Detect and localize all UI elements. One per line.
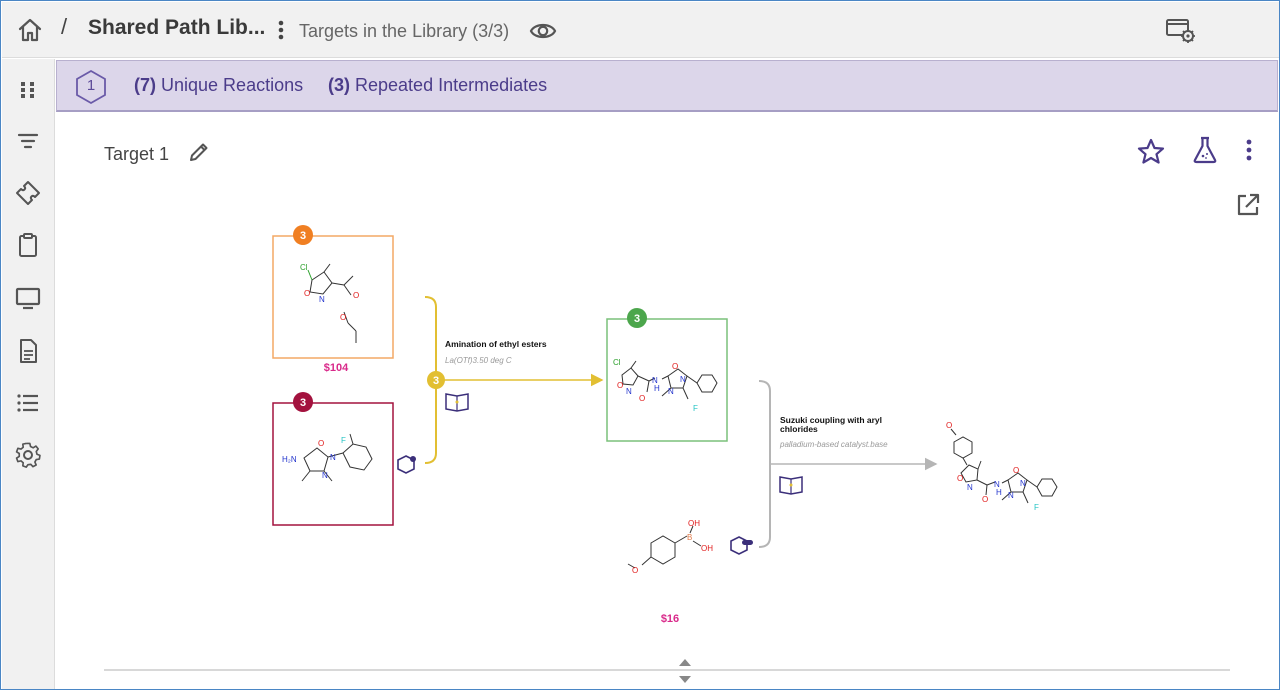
reaction-conditions: palladium-based catalyst.base	[779, 440, 888, 449]
atom-label: N	[330, 453, 336, 462]
product-molecule[interactable]: O O N O N H O N N F	[946, 421, 1058, 512]
breadcrumb-separator: /	[61, 14, 68, 39]
atom-label: O	[304, 289, 310, 298]
synthesis-route-diagram: Cl O N O O 3 $104 H₂	[272, 225, 1058, 625]
resize-handle-icon[interactable]	[676, 656, 694, 686]
sidebar	[2, 59, 55, 689]
target-more-icon[interactable]	[1242, 137, 1256, 163]
library-title[interactable]: Shared Path Lib...	[88, 16, 266, 39]
open-in-new-icon[interactable]	[1234, 191, 1262, 219]
reaction-2[interactable]: Suzuki coupling with aryl chlorides pall…	[758, 380, 938, 548]
eye-icon[interactable]	[529, 20, 557, 42]
grid-icon[interactable]	[14, 75, 42, 103]
unique-label: Unique Reactions	[161, 75, 304, 95]
badge-count: 3	[300, 397, 306, 409]
document-icon[interactable]	[14, 337, 42, 365]
repeated-label: Repeated Intermediates	[355, 75, 548, 95]
intermediate-molecule[interactable]: Cl O N O N H O N N F 3	[606, 308, 728, 442]
atom-label: N	[1020, 479, 1026, 488]
screen-settings-icon[interactable]	[1164, 16, 1198, 46]
atom-label: O	[946, 421, 952, 430]
atom-label: O	[639, 394, 645, 403]
target-panel: Target 1	[56, 113, 1279, 689]
atom-label: H₂N	[282, 455, 297, 464]
puzzle-icon[interactable]	[14, 179, 42, 207]
list-icon[interactable]	[14, 389, 42, 417]
reaction-name: chlorides	[780, 424, 818, 434]
gear-icon[interactable]	[14, 441, 42, 469]
summary-banner: 1 (7) Unique Reactions (3) Repeated Inte…	[56, 60, 1278, 112]
price-label: $104	[324, 362, 349, 374]
atom-label: O	[957, 474, 963, 483]
monitor-icon[interactable]	[14, 284, 42, 312]
reaction-conditions: La(OTf)3.50 deg C	[445, 356, 512, 365]
targets-count-label: Targets in the Library (3/3)	[299, 21, 510, 41]
badge-count: 3	[300, 230, 306, 242]
boronic-acid-reagent[interactable]: OH B OH O $16	[627, 519, 713, 625]
atom-label: O	[318, 439, 324, 448]
atom-label: O	[353, 291, 359, 300]
filter-icon[interactable]	[14, 127, 42, 155]
clipboard-icon[interactable]	[14, 231, 42, 259]
kebab-icon[interactable]	[274, 18, 288, 42]
price-label: $16	[661, 613, 679, 625]
badge-count: 3	[634, 313, 640, 325]
starting-material-1[interactable]: Cl O N O O 3 $104	[272, 225, 394, 374]
atom-label: Cl	[300, 263, 308, 272]
atom-label: N	[626, 387, 632, 396]
atom-label: O	[617, 381, 623, 390]
repeated-count: (3)	[328, 75, 350, 95]
reaction-name: Amination of ethyl esters	[445, 339, 547, 349]
unique-reactions-link[interactable]: (7) Unique Reactions	[134, 75, 303, 96]
atom-label: H	[654, 384, 660, 393]
target-name: Target 1	[104, 144, 170, 164]
hexagon-number: 1	[86, 77, 96, 94]
atom-label: H	[996, 488, 1002, 497]
atom-label: N	[680, 375, 686, 384]
panel-divider	[104, 669, 1230, 671]
atom-label: N	[322, 471, 328, 480]
atom-label: OH	[688, 519, 700, 528]
atom-label: O	[632, 566, 638, 575]
unique-count: (7)	[134, 75, 156, 95]
atom-label: N	[652, 376, 658, 385]
atom-label: Cl	[613, 358, 621, 367]
star-icon[interactable]	[1136, 137, 1166, 165]
starting-material-2[interactable]: H₂N O F N N 3	[272, 392, 394, 526]
book-icon[interactable]	[779, 476, 803, 495]
atom-label: O	[340, 313, 346, 322]
reaction-name: Suzuki coupling with aryl	[780, 415, 882, 425]
stock-hexagon-icon[interactable]	[397, 455, 416, 474]
book-icon[interactable]	[445, 393, 469, 412]
stock-hexagon-icon[interactable]	[730, 536, 753, 555]
hexagon-icon	[76, 69, 106, 105]
atom-label: F	[693, 404, 698, 413]
pencil-icon[interactable]	[188, 141, 210, 163]
atom-label: F	[341, 436, 346, 445]
atom-label: B	[687, 533, 692, 542]
atom-label: N	[1008, 491, 1014, 500]
atom-label: N	[668, 387, 674, 396]
atom-label: O	[1013, 466, 1019, 475]
atom-label: N	[994, 480, 1000, 489]
flask-icon[interactable]	[1190, 135, 1220, 165]
atom-label: N	[967, 483, 973, 492]
top-bar: / Shared Path Lib... Targets in the Libr…	[2, 2, 1279, 58]
atom-label: F	[1034, 503, 1039, 512]
atom-label: OH	[701, 544, 713, 553]
atom-label: O	[672, 362, 678, 371]
reaction-1[interactable]: 3 Amination of ethyl esters La(OTf)3.50 …	[424, 296, 604, 464]
repeated-intermediates-link[interactable]: (3) Repeated Intermediates	[328, 75, 547, 96]
badge-count: 3	[433, 375, 439, 387]
atom-label: O	[982, 495, 988, 504]
atom-label: N	[319, 295, 325, 304]
home-icon[interactable]	[16, 16, 44, 44]
